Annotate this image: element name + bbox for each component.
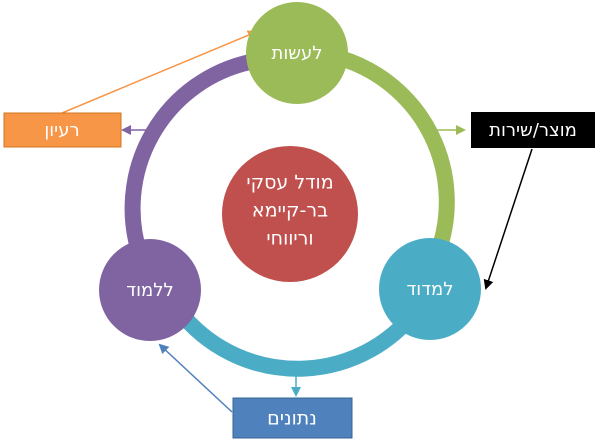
node-learn [99,239,201,341]
node-measure-label: למדוד [406,279,453,300]
node-do [246,2,348,104]
box-data [232,397,353,439]
box-idea-label: רעיון [44,120,79,141]
box-product-label: מוצר/שירות [489,120,577,141]
arrow-data-to-learn [158,343,233,413]
box-idea [3,112,122,148]
center-line-1: מודל עסקי [246,172,333,194]
center-line-2: בר-קיימא [252,200,328,222]
arc-do-to-measure [337,50,455,258]
arrow-idea-to-do [61,30,258,114]
node-learn-label: ללמוד [126,280,173,301]
node-do-label: לעשות [272,43,323,64]
arc-learn-to-do [124,54,252,258]
node-measure [379,238,481,340]
box-product [471,112,595,148]
box-data-label: נתונים [267,408,317,430]
arrow-product-to-measure [483,148,533,290]
arc-measure-to-learn [179,303,425,377]
center-line-3: וריווחי [266,228,313,250]
center-circle [222,146,358,282]
